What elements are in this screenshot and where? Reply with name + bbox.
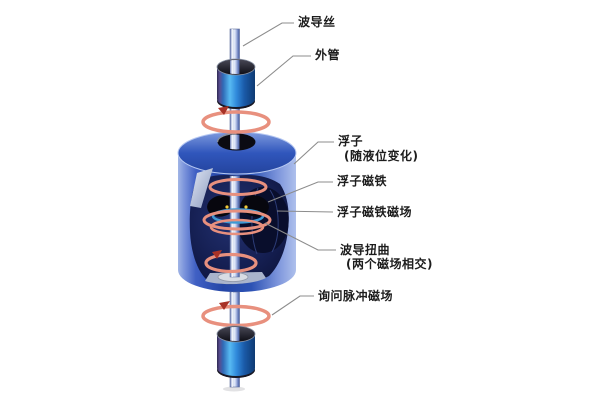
float-cutaway bbox=[189, 168, 289, 285]
label-outer-tube: 外管 bbox=[315, 48, 341, 62]
label-float-note: (随液位变化) bbox=[344, 149, 419, 163]
label-waveguide-wire: 波导丝 bbox=[298, 15, 336, 29]
leader-lines bbox=[242, 22, 336, 316]
leader-outer-tube bbox=[256, 55, 311, 87]
leader-pulse-field bbox=[271, 295, 314, 316]
twist-ring-inner bbox=[209, 218, 265, 236]
label-float-magnet: 浮子磁铁 bbox=[337, 174, 388, 188]
rotation-arrow-icon bbox=[212, 250, 222, 259]
pulse-field-ring-lower bbox=[201, 301, 271, 328]
pulse-field-ring-upper bbox=[201, 106, 271, 134]
cut-edge-facet-top bbox=[190, 168, 213, 208]
label-float: 浮子 bbox=[338, 134, 364, 148]
leader-waveguide-wire bbox=[242, 22, 294, 47]
waveguide-wire-inner bbox=[229, 175, 240, 278]
magnet-field-ring-top bbox=[208, 178, 268, 196]
magnet-pole-dot-right bbox=[244, 205, 248, 209]
leader-waveguide-twist bbox=[264, 222, 336, 251]
leader-float bbox=[293, 141, 334, 165]
label-waveguide-twist-note: (两个磁场相交) bbox=[346, 257, 433, 271]
leader-float-magnet-field bbox=[276, 210, 334, 213]
label-pulse-field: 询问脉冲磁场 bbox=[318, 289, 394, 303]
label-float-magnet-field: 浮子磁铁磁场 bbox=[337, 205, 413, 219]
pulse-field-ring-inner bbox=[204, 250, 258, 274]
twist-ring-outer bbox=[202, 209, 272, 231]
outer-tube-lower bbox=[216, 325, 256, 388]
label-waveguide-twist: 波导扭曲 bbox=[340, 243, 391, 257]
magnet-pole-dot-left bbox=[225, 205, 229, 209]
rod-shadow bbox=[223, 386, 245, 392]
leader-float-magnet bbox=[267, 181, 333, 203]
rotation-arrow-icon bbox=[219, 301, 230, 310]
outer-tube-upper bbox=[216, 58, 256, 109]
rotation-arrow-icon bbox=[218, 106, 229, 115]
